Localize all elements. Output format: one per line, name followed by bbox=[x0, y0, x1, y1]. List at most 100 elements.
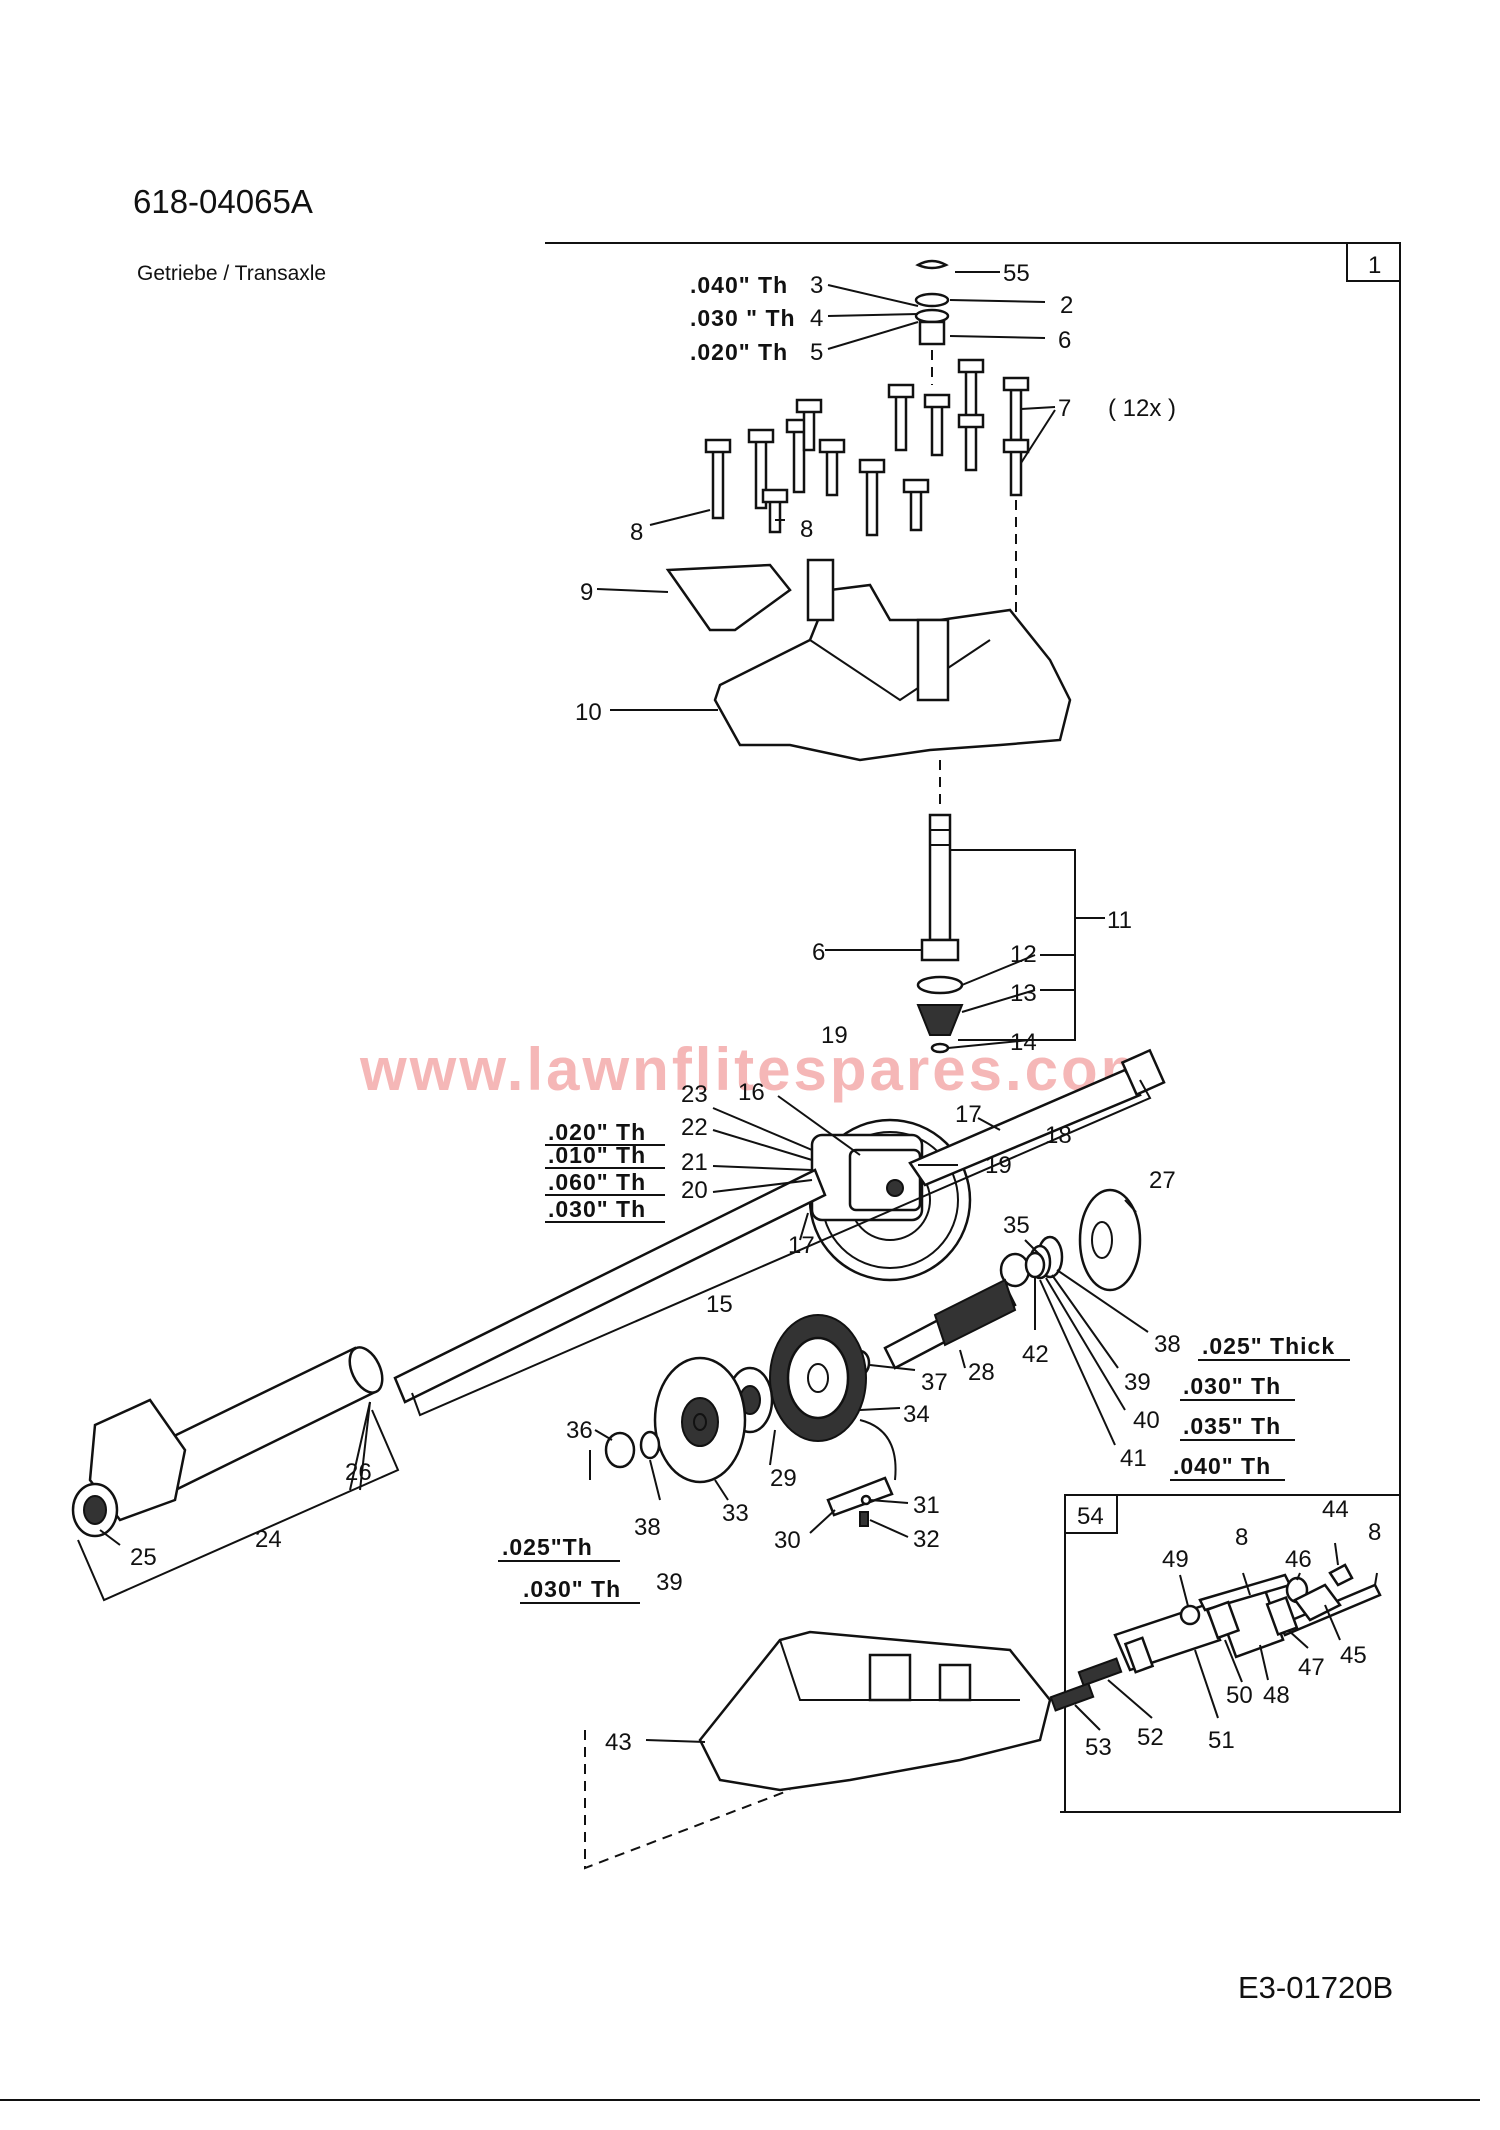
shim-thickness-030-left: .030" Th bbox=[523, 1576, 621, 1602]
diagram-part-number: 618-04065A bbox=[133, 183, 313, 220]
callout-46: 46 bbox=[1285, 1546, 1312, 1573]
shim-thickness-060-diff: .060" Th bbox=[548, 1169, 646, 1195]
callout-34: 34 bbox=[903, 1401, 930, 1428]
quantity-note: ( 12x ) bbox=[1108, 395, 1176, 422]
callout-28: 28 bbox=[968, 1359, 995, 1386]
main-frame-label: 1 bbox=[1368, 252, 1381, 279]
callout-41: 41 bbox=[1120, 1445, 1147, 1472]
callout-48: 48 bbox=[1263, 1682, 1290, 1709]
top-shim-stack bbox=[914, 259, 950, 385]
callout-8-inset-a: 8 bbox=[1235, 1524, 1248, 1551]
callout-13: 13 bbox=[1010, 980, 1037, 1007]
bevel-pinion-13 bbox=[916, 1004, 964, 1036]
callout-53: 53 bbox=[1085, 1734, 1112, 1761]
callout-8-a: 8 bbox=[630, 519, 643, 546]
shim-thickness-030-right: .030" Th bbox=[1183, 1373, 1281, 1399]
inset-frame: 54 bbox=[1064, 1494, 1400, 1812]
callout-38-right: 38 bbox=[1154, 1331, 1181, 1358]
pin-49 bbox=[1179, 1604, 1201, 1626]
callout-21: 21 bbox=[681, 1149, 708, 1176]
shim-thickness-030-diff: .030" Th bbox=[548, 1196, 646, 1222]
brake-pad-52 bbox=[1077, 1657, 1123, 1687]
bracket-9 bbox=[665, 563, 792, 632]
plate-45 bbox=[1293, 1583, 1342, 1622]
spring-50 bbox=[1205, 1600, 1241, 1640]
callout-4: 4 bbox=[810, 305, 823, 332]
callout-6-top: 6 bbox=[1058, 327, 1071, 354]
shim-thickness-025-thick: .025" Thick bbox=[1202, 1333, 1335, 1359]
callout-35: 35 bbox=[1003, 1212, 1030, 1239]
callout-30: 30 bbox=[774, 1527, 801, 1554]
inset-parts bbox=[1049, 1563, 1382, 1712]
callout-23: 23 bbox=[681, 1081, 708, 1108]
callout-labels: 55 2 3 4 5 6 7 ( 12x ) 8 8 9 10 11 6 12 … bbox=[130, 260, 1381, 1761]
input-shaft-assembly-11 bbox=[916, 813, 964, 1054]
diagram-subtitle: Getriebe / Transaxle bbox=[137, 262, 327, 285]
callout-55: 55 bbox=[1003, 260, 1030, 287]
bolts-group bbox=[704, 358, 1030, 620]
callout-52: 52 bbox=[1137, 1724, 1164, 1751]
nut-44 bbox=[1328, 1563, 1354, 1587]
washer-12 bbox=[916, 975, 964, 995]
callout-36: 36 bbox=[566, 1417, 593, 1444]
callout-19-right: 19 bbox=[985, 1152, 1012, 1179]
callout-18: 18 bbox=[1045, 1122, 1072, 1149]
ball-31 bbox=[860, 1494, 872, 1506]
callout-51: 51 bbox=[1208, 1727, 1235, 1754]
main-frame: 1 bbox=[545, 242, 1401, 1813]
callout-45: 45 bbox=[1340, 1642, 1367, 1669]
ring-14 bbox=[930, 1042, 950, 1054]
callout-14: 14 bbox=[1010, 1029, 1037, 1056]
gear-cluster bbox=[589, 1314, 867, 1484]
inset-frame-label: 54 bbox=[1077, 1503, 1104, 1530]
shim-thickness-030-top: .030 " Th bbox=[690, 305, 796, 331]
callout-12: 12 bbox=[1010, 941, 1037, 968]
callout-37: 37 bbox=[921, 1369, 948, 1396]
callout-15: 15 bbox=[706, 1291, 733, 1318]
brake-disc-27 bbox=[999, 1188, 1142, 1292]
callout-6-lower: 6 bbox=[812, 939, 825, 966]
callout-19-top: 19 bbox=[821, 1022, 848, 1049]
shim-thickness-020-top: .020" Th bbox=[690, 339, 788, 365]
shim-thickness-040-right: .040" Th bbox=[1173, 1453, 1271, 1479]
callout-17-top: 17 bbox=[955, 1101, 982, 1128]
shim-stack bbox=[914, 308, 950, 324]
callout-29: 29 bbox=[770, 1465, 797, 1492]
callout-50: 50 bbox=[1226, 1682, 1253, 1709]
shim-thickness-010-diff: .010" Th bbox=[548, 1142, 646, 1168]
callout-33: 33 bbox=[722, 1500, 749, 1527]
callout-39-left: 39 bbox=[656, 1569, 683, 1596]
shim-thickness-035-right: .035" Th bbox=[1183, 1413, 1281, 1439]
callout-20: 20 bbox=[681, 1177, 708, 1204]
callout-2: 2 bbox=[1060, 292, 1073, 319]
callout-27: 27 bbox=[1149, 1167, 1176, 1194]
callout-49: 49 bbox=[1162, 1546, 1189, 1573]
axle-shaft-15 bbox=[393, 1048, 1166, 1417]
washer-42 bbox=[1024, 1251, 1046, 1279]
callout-40: 40 bbox=[1133, 1407, 1160, 1434]
leader-lines bbox=[99, 271, 1378, 1743]
callout-24: 24 bbox=[255, 1526, 282, 1553]
callout-38-left: 38 bbox=[634, 1514, 661, 1541]
shim-thickness-020-diff: .020" Th bbox=[548, 1119, 646, 1145]
callout-26: 26 bbox=[345, 1459, 372, 1486]
bearing-6-top bbox=[918, 320, 946, 346]
callout-5: 5 bbox=[810, 339, 823, 366]
callout-39-right: 39 bbox=[1124, 1369, 1151, 1396]
snap-ring-55 bbox=[915, 259, 949, 270]
thickness-labels: .040" Th .030 " Th .020" Th .020" Th .01… bbox=[502, 272, 1335, 1602]
bushing-36 bbox=[604, 1431, 636, 1469]
callout-44: 44 bbox=[1322, 1496, 1349, 1523]
callout-10: 10 bbox=[575, 699, 602, 726]
mount-bracket bbox=[88, 1398, 187, 1522]
differential-assembly bbox=[808, 1118, 972, 1282]
callout-32: 32 bbox=[913, 1526, 940, 1553]
callout-47: 47 bbox=[1298, 1654, 1325, 1681]
callout-7: 7 bbox=[1058, 395, 1071, 422]
shim-thickness-025-left: .025"Th bbox=[502, 1534, 593, 1560]
callout-8-inset-b: 8 bbox=[1368, 1519, 1381, 1546]
callout-43: 43 bbox=[605, 1729, 632, 1756]
callout-17-bottom: 17 bbox=[788, 1232, 815, 1259]
pin-47 bbox=[1265, 1595, 1299, 1637]
main-frame-tag bbox=[1346, 242, 1401, 282]
